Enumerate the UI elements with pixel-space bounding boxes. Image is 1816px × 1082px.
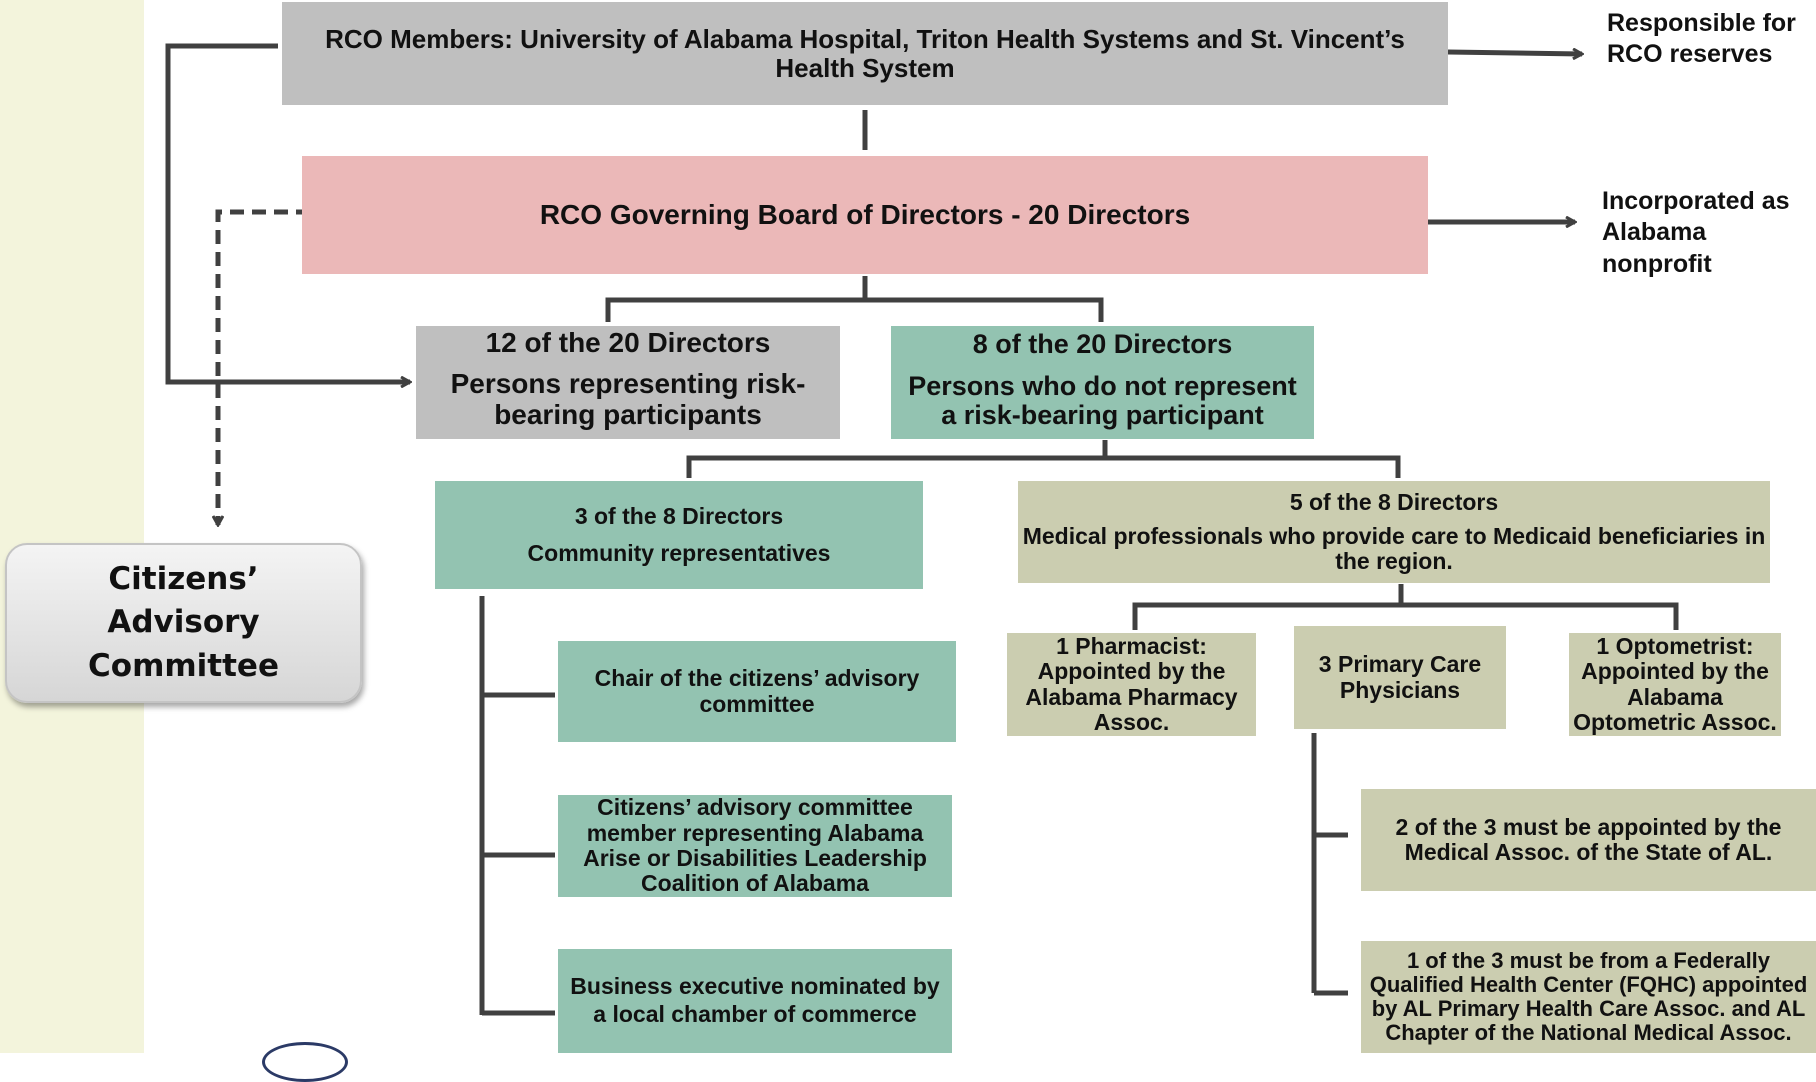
community-box-description: Community representatives bbox=[527, 539, 831, 566]
fqhc-appointment-box: 1 of the 3 must be from a Federally Qual… bbox=[1361, 941, 1816, 1053]
arise-coalition-text: Citizens’ advisory committee member repr… bbox=[583, 794, 927, 897]
medical-directors-box: 5 of the 8 Directors Medical professiona… bbox=[1018, 481, 1770, 583]
arrow-members-to-risk-box bbox=[165, 43, 410, 382]
optometrist-text: 1 Optometrist: Appointed by the Alabama … bbox=[1573, 632, 1777, 735]
nonrisk-box-title: 8 of the 20 Directors bbox=[972, 329, 1233, 359]
fqhc-appointment-text: 1 of the 3 must be from a Federally Qual… bbox=[1369, 947, 1808, 1046]
connector-medical-split bbox=[1132, 602, 1679, 630]
rco-members-text: RCO Members: University of Alabama Hospi… bbox=[325, 23, 1405, 83]
non-risk-directors-box: 8 of the 20 Directors Persons who do not… bbox=[891, 326, 1314, 439]
medical-box-description: Medical professionals who provide care t… bbox=[1022, 522, 1766, 575]
primary-care-box: 3 Primary Care Physicians bbox=[1294, 626, 1506, 729]
optometrist-box: 1 Optometrist: Appointed by the Alabama … bbox=[1569, 633, 1781, 736]
masa-appointment-text: 2 of the 3 must be appointed by the Medi… bbox=[1395, 813, 1782, 865]
risk-box-title: 12 of the 20 Directors bbox=[485, 327, 771, 358]
governing-board-box: RCO Governing Board of Directors - 20 Di… bbox=[302, 156, 1428, 274]
advisory-chair-text: Chair of the citizens’ advisory committe… bbox=[594, 665, 920, 717]
incorporated-note: Incorporated as Alabama nonprofit bbox=[1602, 187, 1790, 278]
medical-box-title: 5 of the 8 Directors bbox=[1289, 488, 1499, 515]
advisory-chair-box: Chair of the citizens’ advisory committe… bbox=[558, 641, 956, 742]
connector-nonrisk-split bbox=[686, 455, 1401, 478]
business-executive-box: Business executive nominated by a local … bbox=[558, 949, 952, 1053]
connector-lines bbox=[165, 43, 1679, 1016]
arrow-to-reserves-note bbox=[1447, 52, 1582, 54]
risk-box-description: Persons representing risk-bearing partic… bbox=[450, 367, 806, 430]
pharmacist-box: 1 Pharmacist: Appointed by the Alabama P… bbox=[1007, 633, 1256, 736]
left-decorative-strip bbox=[0, 0, 144, 1053]
community-directors-box: 3 of the 8 Directors Community represent… bbox=[435, 481, 923, 589]
arise-coalition-box: Citizens’ advisory committee member repr… bbox=[558, 795, 952, 897]
advisory-committee-text: Citizens’ Advisory Committee bbox=[88, 560, 279, 684]
risk-bearing-directors-box: 12 of the 20 Directors Persons represent… bbox=[416, 326, 840, 439]
dashed-arrow-board-to-advisory bbox=[218, 209, 310, 525]
pharmacist-text: 1 Pharmacist: Appointed by the Alabama P… bbox=[1025, 632, 1238, 735]
reserves-note: Responsible for RCO reserves bbox=[1607, 9, 1796, 69]
business-executive-text: Business executive nominated by a local … bbox=[570, 973, 940, 1027]
nonrisk-box-description: Persons who do not represent a risk-bear… bbox=[908, 370, 1297, 431]
rco-members-box: RCO Members: University of Alabama Hospi… bbox=[282, 2, 1448, 105]
primary-care-text: 3 Primary Care Physicians bbox=[1318, 651, 1482, 703]
community-box-title: 3 of the 8 Directors bbox=[574, 503, 784, 530]
connector-board-split bbox=[605, 297, 1104, 322]
governing-board-text: RCO Governing Board of Directors - 20 Di… bbox=[539, 198, 1191, 230]
masa-appointment-box: 2 of the 3 must be appointed by the Medi… bbox=[1361, 789, 1816, 891]
citizens-advisory-committee-box: Citizens’ Advisory Committee bbox=[5, 543, 362, 703]
logo-partial bbox=[262, 1042, 348, 1082]
